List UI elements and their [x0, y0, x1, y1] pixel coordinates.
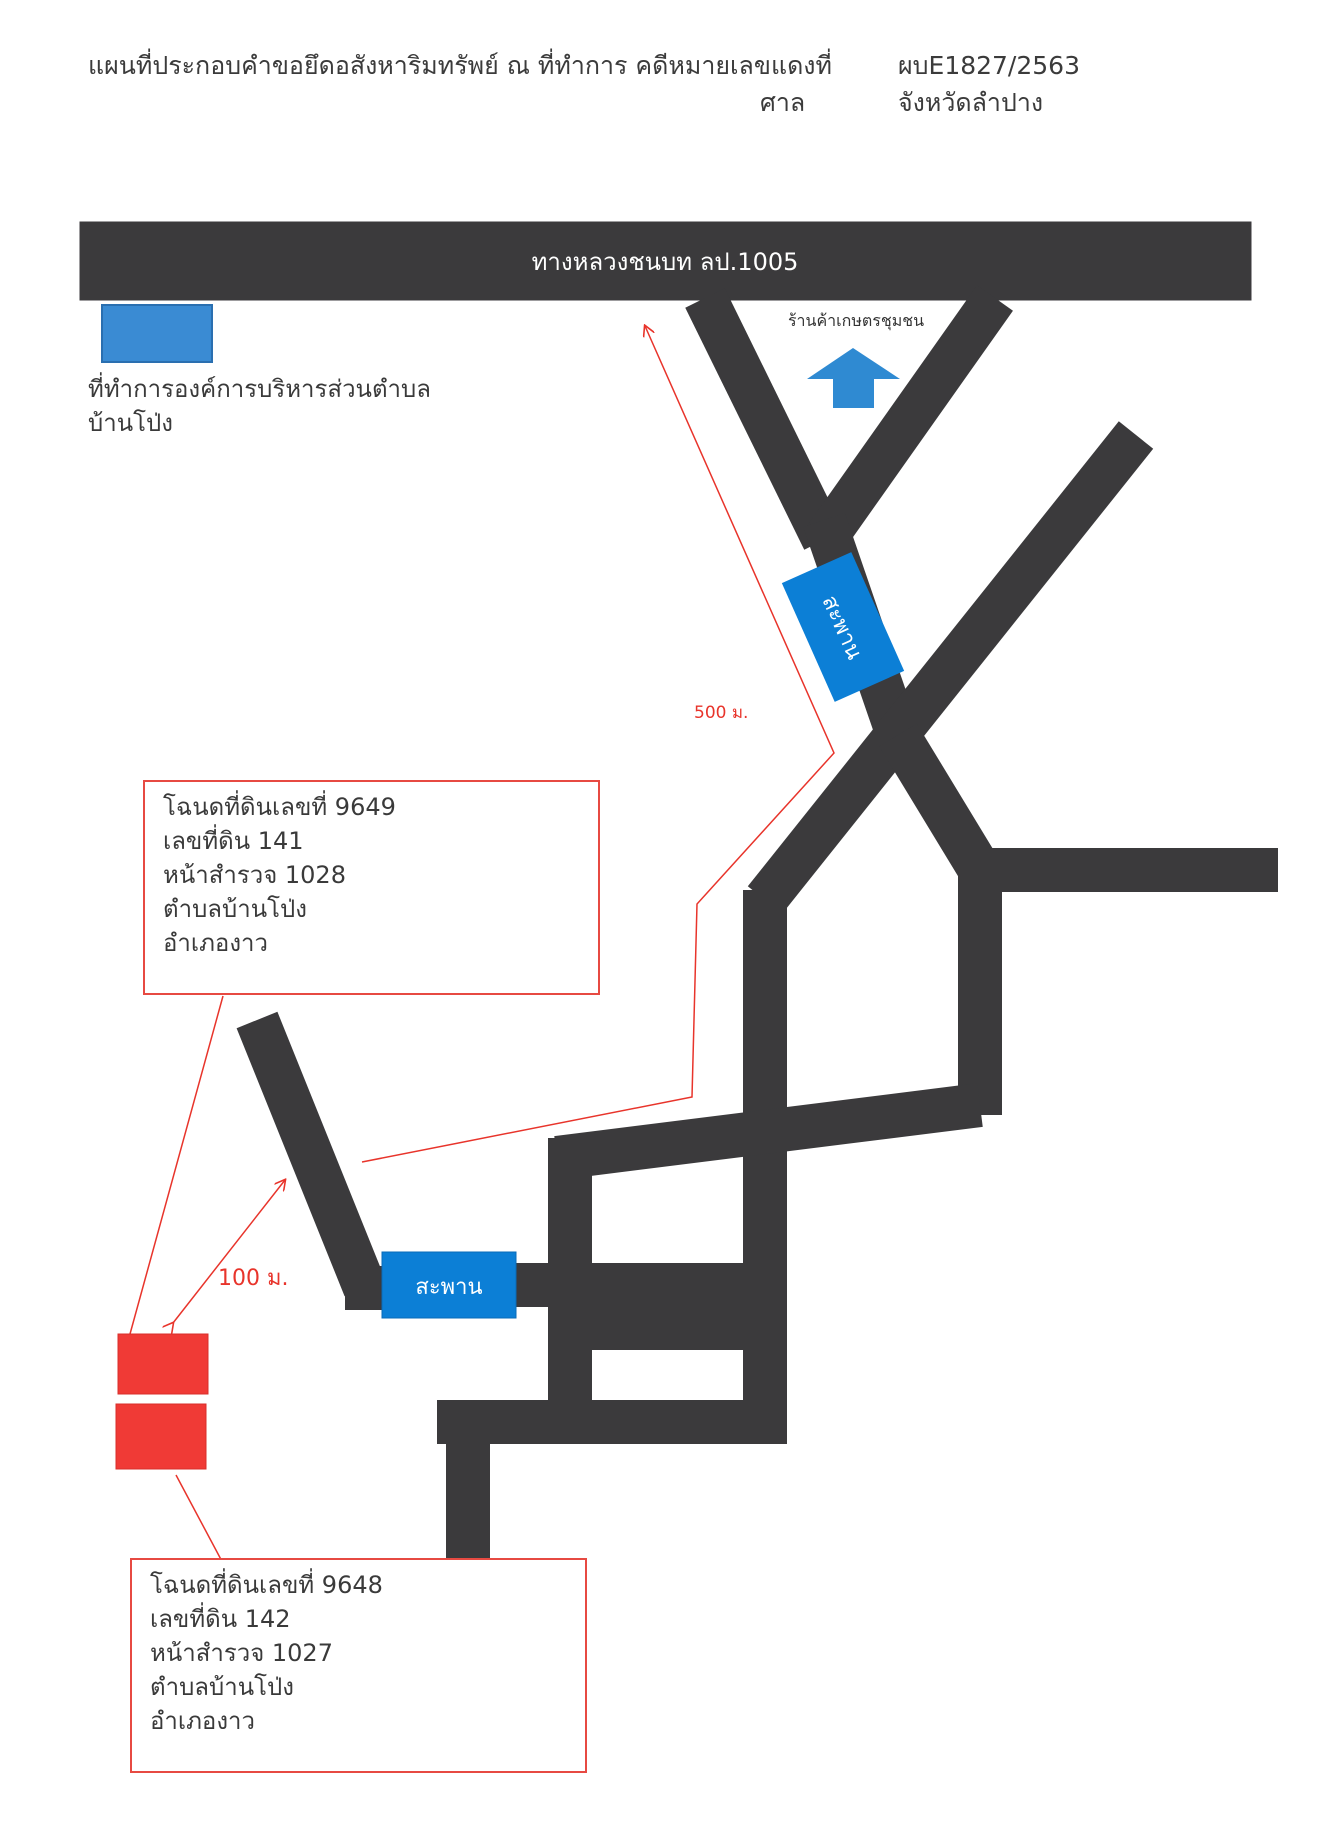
plot-land-number: เลขที่ดิน 141	[163, 827, 304, 855]
plot-subdistrict: ตำบลบ้านโป่ง	[150, 1673, 294, 1701]
court-label: ศาล	[760, 88, 806, 117]
court-name: จังหวัดลำปาง	[898, 88, 1044, 117]
road-segments	[236, 285, 1278, 1560]
document-title: แผนที่ประกอบคำขอยึดอสังหาริมทรัพย์ ณ ที่…	[88, 51, 832, 80]
route-path-100m	[173, 1180, 285, 1323]
plot-info-box-9648: โฉนดที่ดินเลขที่ 9648 เลขที่ดิน 142 หน้า…	[130, 1558, 587, 1773]
leader-line-plot-9648	[175, 1474, 226, 1568]
plot-survey-page: หน้าสำรวจ 1028	[163, 861, 346, 889]
plot-land-number: เลขที่ดิน 142	[150, 1605, 291, 1633]
shop-label: ร้านค้าเกษตรชุมชน	[788, 311, 924, 331]
case-number: ผบE1827/2563	[898, 51, 1080, 80]
upper-bridge: สะพาน	[781, 552, 905, 702]
plot-deed-number: โฉนดที่ดินเลขที่ 9649	[163, 793, 396, 821]
up-arrow-icon	[807, 348, 900, 408]
distance-100-label: 100 ม.	[218, 1266, 288, 1291]
route-lines	[129, 326, 835, 1568]
route-path-500m	[361, 326, 835, 1163]
lower-bridge	[381, 1251, 517, 1319]
distance-500-label: 500 ม.	[694, 703, 748, 723]
plot-subdistrict: ตำบลบ้านโป่ง	[163, 895, 307, 923]
office-label-line2: บ้านโป่ง	[88, 409, 173, 437]
office-label-line1: ที่ทำการองค์การบริหารส่วนตำบล	[88, 375, 431, 403]
plot-marker-9648	[115, 1403, 207, 1470]
lower-bridge-label: สะพาน	[415, 1275, 482, 1300]
road-network	[79, 221, 1278, 1560]
plot-district: อำเภองาว	[163, 929, 268, 957]
plot-district: อำเภองาว	[150, 1707, 255, 1735]
highway-road	[79, 221, 1252, 301]
office-label: ที่ทำการองค์การบริหารส่วนตำบล บ้านโป่ง	[88, 372, 431, 440]
plot-deed-number: โฉนดที่ดินเลขที่ 9648	[150, 1571, 383, 1599]
highway-label: ทางหลวงชนบท ลป.1005	[532, 248, 799, 276]
plot-info-box-9649: โฉนดที่ดินเลขที่ 9649 เลขที่ดิน 141 หน้า…	[143, 780, 600, 995]
leader-line-plot-9649	[129, 995, 224, 1335]
plot-survey-page: หน้าสำรวจ 1027	[150, 1639, 333, 1667]
office-marker	[101, 304, 213, 363]
plot-marker-9649	[117, 1333, 209, 1395]
